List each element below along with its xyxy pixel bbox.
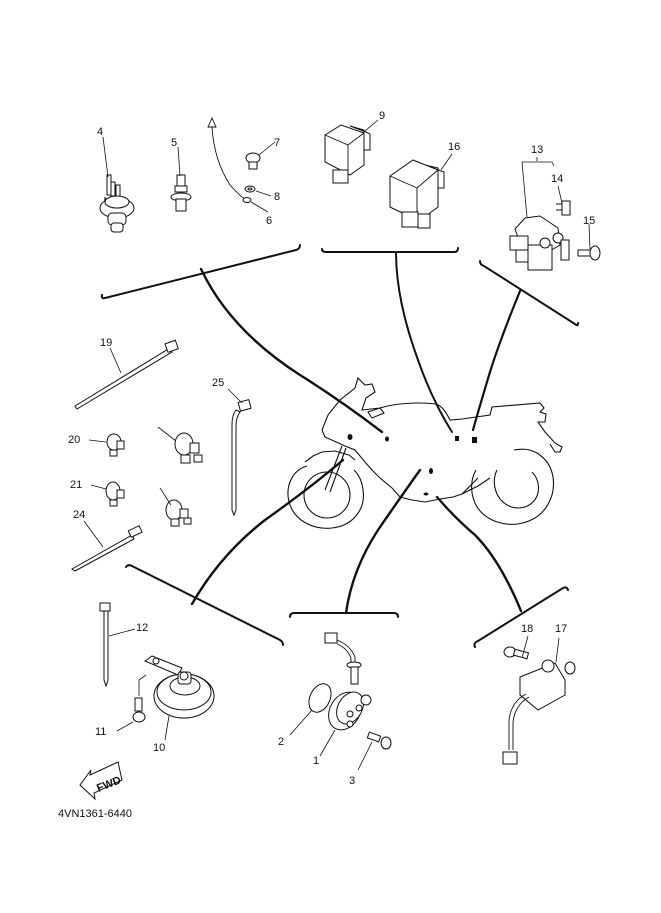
part-code: 4VN1361-6440: [58, 808, 132, 820]
callout-11: 11: [95, 726, 106, 738]
part-18-bolt[interactable]: [503, 646, 530, 660]
callout-10: 10: [153, 742, 165, 754]
part-2-o-ring[interactable]: [305, 680, 336, 716]
callout-12: 12: [136, 622, 148, 634]
relay-group: 9 16: [324, 110, 460, 229]
motorcycle-outline: [287, 376, 563, 529]
part-20-clamp[interactable]: [106, 433, 125, 457]
part-24-cable-tie[interactable]: [231, 398, 252, 517]
callout-18: 18: [521, 623, 533, 635]
callout-24: 25: [212, 377, 224, 389]
part-17-sidestand-switch[interactable]: [502, 659, 576, 765]
part-14-fuse[interactable]: [556, 200, 571, 216]
callout-2: 2: [278, 736, 284, 748]
part-1-fuel-sender[interactable]: [322, 632, 372, 736]
part-3-screw[interactable]: [366, 731, 392, 750]
sidestand-switch-group: 18 17: [502, 623, 576, 765]
fwd-arrow-icon: FWD: [79, 761, 123, 801]
callout-6: 6: [266, 215, 272, 227]
callout-23: 24: [73, 509, 85, 521]
callout-1: 1: [313, 755, 319, 767]
starter-relay-group: 13 14 15: [509, 144, 601, 271]
callout-19: 19: [100, 337, 112, 349]
group-brackets: [100, 244, 579, 648]
part-6-lead-wire[interactable]: [207, 116, 252, 203]
part-4-pressure-switch[interactable]: [99, 174, 135, 233]
part-21-clamp[interactable]: [105, 481, 125, 507]
part-8-washer[interactable]: [244, 185, 256, 193]
fuel-sender-group: 1 2 3: [278, 632, 392, 787]
callout-7: 7: [274, 137, 280, 149]
callout-17: 17: [555, 623, 567, 635]
part-13-starter-relay[interactable]: [509, 215, 570, 271]
callout-9: 9: [379, 110, 385, 122]
part-7-screw[interactable]: [245, 152, 261, 170]
cable-ties-clamps-group: 19 25 20 21: [68, 337, 252, 572]
horn-group: 12 10 11: [95, 602, 215, 754]
part-25-clamp[interactable]: [165, 499, 192, 527]
callout-4: 4: [97, 126, 103, 138]
callout-5: 5: [171, 137, 177, 149]
callout-21: 21: [70, 479, 82, 491]
callout-3: 3: [349, 775, 355, 787]
part-11-bolt[interactable]: [132, 674, 147, 723]
callout-8: 8: [274, 191, 280, 203]
part-clamp-unnumbered[interactable]: [174, 432, 203, 464]
part-23-cable-tie[interactable]: [71, 525, 143, 572]
callout-16: 16: [448, 141, 460, 153]
callout-14: 14: [551, 173, 563, 185]
callout-13: 13: [531, 144, 543, 156]
part-15-bolt[interactable]: [577, 245, 601, 261]
part-9-relay[interactable]: [324, 124, 371, 184]
part-12-cable-tie[interactable]: [99, 602, 111, 688]
callout-20: 20: [68, 434, 80, 446]
callout-15: 15: [583, 215, 595, 227]
part-5-sensor[interactable]: [170, 174, 192, 212]
switch-sensors-group: 4 5 6 7 8: [97, 116, 280, 233]
part-16-relay[interactable]: [389, 159, 445, 229]
part-19-cable-tie[interactable]: [74, 339, 179, 410]
part-10-horn[interactable]: [143, 655, 215, 719]
